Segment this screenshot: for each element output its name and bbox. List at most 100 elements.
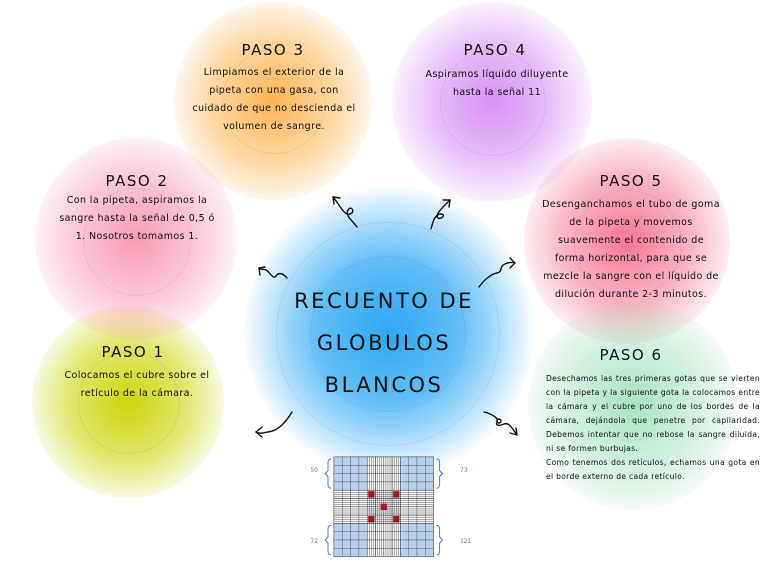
grid-cell: [416, 531, 426, 541]
grid-cell: [342, 465, 351, 474]
grid-cell: [400, 473, 409, 483]
center-title-line2: GLOBULOS: [316, 331, 452, 355]
grid-cell: [408, 523, 418, 532]
grid-cell: [350, 473, 360, 483]
grid-cell: [425, 481, 434, 491]
grid-label-bottom-left: 72: [310, 538, 318, 545]
grid-cell: [425, 523, 434, 532]
grid-cell: [333, 481, 343, 491]
grid-cell: [425, 465, 434, 474]
grid-bracket: [324, 524, 332, 556]
paso3-title: PASO 3: [241, 41, 305, 59]
grid-cell: [425, 473, 434, 483]
grid-cell: [333, 456, 343, 466]
grid-mark: [393, 491, 400, 498]
grid-mark: [393, 516, 400, 523]
grid-cell: [358, 539, 368, 549]
grid-cell: [342, 473, 351, 483]
arrow-to-paso4: [430, 199, 451, 230]
grid-cell: [358, 481, 368, 491]
grid-cell: [350, 523, 360, 532]
grid-cell: [350, 465, 360, 474]
grid-cell: [416, 539, 426, 549]
paso6-circle: [528, 300, 738, 510]
grid-cell: [400, 465, 409, 474]
grid-cell: [408, 473, 418, 483]
grid-label-bottom-right: 121: [460, 538, 472, 545]
grid-cell: [408, 465, 418, 474]
grid-cell: [333, 465, 343, 474]
grid-cell: [400, 539, 409, 549]
paso5-title: PASO 5: [599, 172, 663, 190]
grid-cell: [342, 548, 351, 557]
grid-mark: [368, 516, 375, 523]
paso1-title: PASO 1: [101, 343, 165, 361]
paso2-text: Con la pipeta, aspiramos la sangre hasta…: [59, 195, 215, 242]
grid-cell: [416, 523, 426, 532]
grid-label-top-right: 73: [460, 467, 468, 474]
center-title: RECUENTO DE GLOBULOS BLANCOS: [284, 280, 484, 406]
grid-mark: [380, 503, 387, 510]
grid-cell: [358, 531, 368, 541]
grid-cell: [416, 456, 426, 466]
grid-cell: [333, 531, 343, 541]
grid-cell: [408, 548, 418, 557]
grid-cell: [400, 456, 409, 466]
grid-cell: [400, 548, 409, 557]
paso5-ring: [574, 190, 682, 298]
grid-cell: [333, 523, 343, 532]
grid-cell: [350, 548, 360, 557]
grid-cell: [416, 473, 426, 483]
grid-cell: [350, 531, 360, 541]
grid-bracket: [324, 458, 332, 489]
paso3-text: Limpiamos el exterior de la pipeta con u…: [192, 67, 356, 132]
grid-cell: [333, 539, 343, 549]
grid-cell: [350, 539, 360, 549]
paso3-ring: [222, 50, 326, 154]
grid-cell: [400, 481, 409, 491]
paso4-title: PASO 4: [463, 41, 527, 59]
grid-cell: [408, 531, 418, 541]
grid-cell: [333, 548, 343, 557]
paso2-ring: [83, 188, 191, 296]
grid-cell: [408, 539, 418, 549]
arrow-to-paso3: [332, 196, 358, 228]
grid-mark: [368, 491, 375, 498]
grid-cell: [342, 531, 351, 541]
grid-cell: [358, 473, 368, 483]
grid-cell: [408, 481, 418, 491]
paso1-text: Colocamos el cubre sobre el retículo de …: [64, 370, 210, 399]
grid-cell: [416, 481, 426, 491]
grid-cell: [416, 548, 426, 557]
arrow-to-paso2: [258, 266, 288, 279]
arrow-to-paso5: [478, 257, 516, 288]
grid-cell: [350, 481, 360, 491]
grid-cell: [358, 523, 368, 532]
paso6-title: PASO 6: [599, 346, 663, 364]
grid-cell: [425, 531, 434, 541]
grid-cell: [425, 456, 434, 466]
grid-bracket: [436, 458, 444, 489]
grid-bracket: [436, 524, 444, 556]
paso6-text-2: Como tenemos dos retículos, echamos una …: [546, 458, 760, 481]
paso4-text: Aspiramos líquido diluyente hasta la señ…: [425, 69, 569, 98]
grid-cell: [342, 539, 351, 549]
paso4-ring: [440, 50, 546, 156]
grid-cell: [408, 456, 418, 466]
grid-cell: [350, 456, 360, 466]
paso5-text: Desenganchamos el tubo de goma de la pip…: [542, 199, 720, 300]
grid-cell: [342, 523, 351, 532]
paso6-text-1: Desechamos las tres primeras gotas que s…: [546, 374, 760, 453]
paso2-title: PASO 2: [105, 172, 169, 190]
arrow-to-paso6: [483, 411, 518, 436]
grid-cell: [425, 548, 434, 557]
grid-cell: [333, 473, 343, 483]
grid-label-top-left: 50: [310, 467, 318, 474]
paso6-text: Desechamos las tres primeras gotas que s…: [546, 372, 760, 484]
arrow-to-paso1: [255, 411, 293, 438]
grid-cell: [358, 465, 368, 474]
center-title-line1: RECUENTO DE: [294, 289, 474, 313]
grid-cell: [342, 456, 351, 466]
